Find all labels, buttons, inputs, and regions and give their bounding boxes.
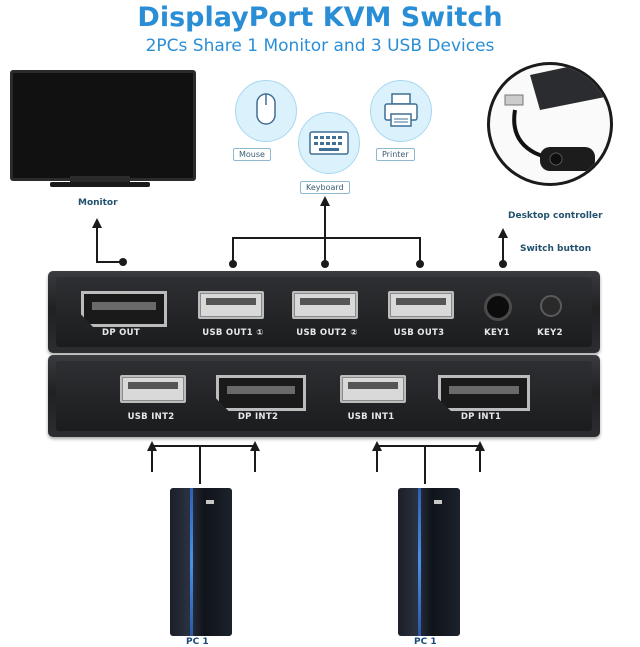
monitor-neck bbox=[70, 176, 130, 182]
monitor-screen bbox=[10, 70, 196, 181]
desktop-controller-zoom bbox=[487, 62, 613, 186]
dp-out-label: DP OUT bbox=[102, 328, 140, 338]
usb-out2-port[interactable] bbox=[292, 291, 358, 319]
keyboard-icon-circle bbox=[298, 112, 360, 174]
keyboard-label: Keyboard bbox=[300, 181, 350, 194]
usb-out1-port[interactable] bbox=[198, 291, 264, 319]
monitor-link-line bbox=[96, 222, 123, 263]
desktop-controller-illustration bbox=[504, 65, 610, 171]
key2-label: KEY2 bbox=[537, 328, 563, 338]
usb-int2-label: USB INT2 bbox=[127, 412, 175, 422]
pc-tower-left bbox=[170, 488, 232, 636]
usb-int1-port[interactable] bbox=[340, 375, 406, 403]
kvm-front-panel: DP OUT USB OUT1 ① USB OUT2 ② USB OUT3 KE… bbox=[48, 271, 600, 353]
pc-label-left: PC 1 bbox=[186, 637, 209, 647]
dp-int2-port[interactable] bbox=[216, 375, 306, 411]
pc-tower-right-light bbox=[418, 488, 421, 636]
desktop-controller-label: Desktop controller bbox=[508, 211, 603, 221]
key1-jack[interactable] bbox=[484, 293, 512, 321]
switch-button-label: Switch button bbox=[520, 244, 592, 254]
dp-out-port[interactable] bbox=[81, 291, 167, 327]
keyboard-icon bbox=[309, 131, 349, 155]
dp-int1-label: DP INT1 bbox=[460, 412, 502, 422]
pc1-left-link-line bbox=[151, 445, 256, 472]
pc-tower-left-logo bbox=[206, 500, 214, 504]
dp-int2-label: DP INT2 bbox=[237, 412, 279, 422]
usb-devices-bus-line bbox=[232, 237, 421, 264]
usb-int1-label: USB INT1 bbox=[347, 412, 395, 422]
usb-out3-label: USB OUT3 bbox=[393, 328, 445, 338]
monitor-label: Monitor bbox=[78, 198, 118, 208]
pc-tower-right-logo bbox=[434, 500, 442, 504]
usb-out3-port[interactable] bbox=[388, 291, 454, 319]
dp-int1-port[interactable] bbox=[438, 375, 530, 411]
pc-tower-left-light bbox=[190, 488, 193, 636]
usb-out2-label: USB OUT2 ② bbox=[296, 328, 358, 338]
kvm-back-panel: USB INT2 DP INT2 USB INT1 DP INT1 bbox=[48, 355, 600, 437]
pc-label-right: PC 1 bbox=[414, 637, 437, 647]
monitor-illustration bbox=[10, 70, 196, 190]
printer-icon-circle bbox=[370, 80, 432, 142]
mouse-icon bbox=[256, 93, 276, 125]
usb-int2-port[interactable] bbox=[120, 375, 186, 403]
pc-tower-right bbox=[398, 488, 460, 636]
usb-out1-label: USB OUT1 ① bbox=[202, 328, 264, 338]
page-title: DisplayPort KVM Switch bbox=[137, 2, 503, 33]
key2-button[interactable] bbox=[540, 295, 562, 317]
pc1-right-link-line bbox=[376, 445, 481, 472]
key1-label: KEY1 bbox=[484, 328, 510, 338]
mouse-label: Mouse bbox=[233, 148, 271, 161]
printer-icon bbox=[384, 93, 418, 127]
mouse-icon-circle bbox=[235, 80, 297, 142]
page-subtitle: 2PCs Share 1 Monitor and 3 USB Devices bbox=[145, 36, 495, 56]
monitor-base bbox=[50, 182, 150, 187]
printer-label: Printer bbox=[376, 148, 415, 161]
